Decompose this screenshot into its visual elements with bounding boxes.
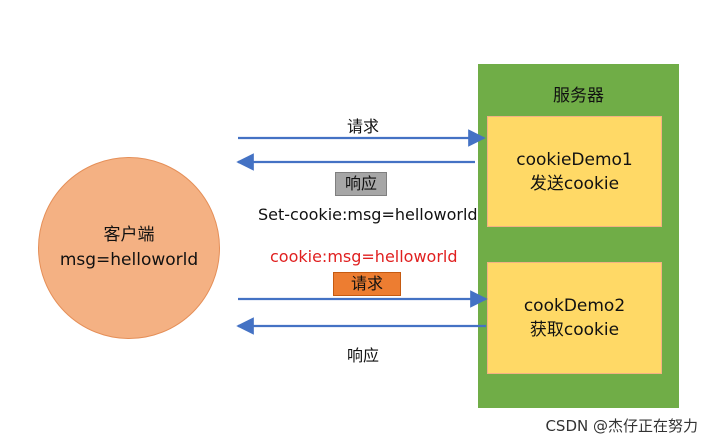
client-title: 客户端 (103, 225, 155, 245)
cookie-demo-one-name: cookieDemo1 (516, 149, 633, 170)
cook-demo-two-name: cookDemo2 (523, 296, 626, 316)
request-tag-label: 请求 (350, 274, 383, 293)
response-tag: 响应 (335, 172, 387, 196)
server-title: 服务器 (553, 86, 604, 106)
cook-demo-two-action: 获取cookie (529, 320, 620, 340)
cookie-demo-one-action: 发送cookie (529, 173, 620, 194)
csdn-watermark: CSDN @杰仔正在努力 (545, 417, 698, 435)
client-cookie-value: msg=helloworld (59, 250, 199, 270)
request-label-top: 请求 (347, 117, 380, 136)
cookie-demo-one-box: cookieDemo1 发送cookie (487, 116, 662, 227)
response-label-bottom: 响应 (347, 346, 380, 365)
cook-demo-two-box: cookDemo2 获取cookie (487, 262, 662, 374)
response-tag-label: 响应 (344, 174, 377, 193)
request-tag: 请求 (333, 272, 401, 296)
cookie-request-header: cookie:msg=helloworld (270, 247, 458, 266)
set-cookie-header: Set-cookie:msg=helloworld (258, 205, 478, 224)
client-node: 客户端 msg=helloworld (38, 157, 220, 339)
